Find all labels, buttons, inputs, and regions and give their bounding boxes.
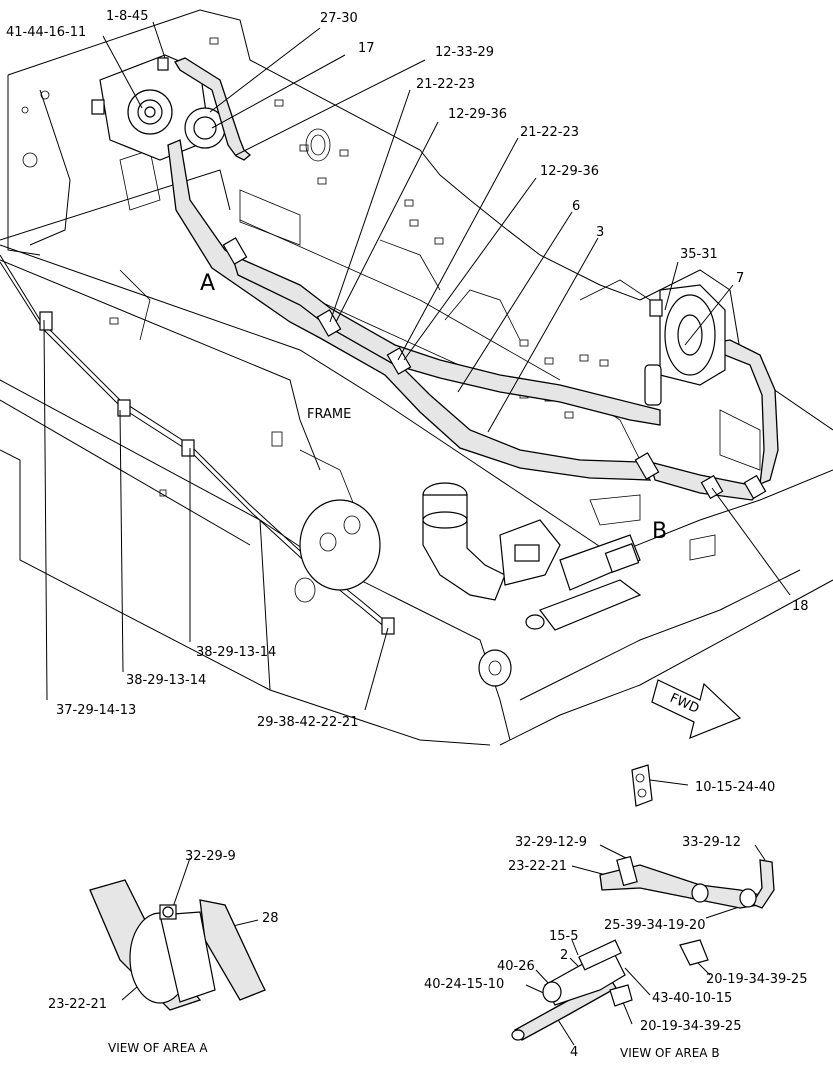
area-a-letter: A (200, 271, 215, 296)
callout-37-29-14-13: 37-29-14-13 (56, 703, 136, 718)
callout-27-30: 27-30 (320, 11, 358, 26)
right-swivel-assembly (644, 284, 761, 471)
callout-7: 7 (736, 271, 744, 286)
callout-3: 3 (596, 225, 604, 240)
callout-28: 28 (262, 911, 279, 926)
callout-40-24-15-10: 40-24-15-10 (424, 977, 504, 992)
callout-12-29-36-b: 12-29-36 (540, 164, 599, 179)
callout-23-22-21-a: 23-22-21 (48, 997, 107, 1012)
callout-23-22-21-b: 23-22-21 (508, 859, 567, 874)
callout-1-8-45: 1-8-45 (106, 9, 148, 24)
view-area-a-caption: VIEW OF AREA A (108, 1041, 208, 1055)
view-area-b-caption: VIEW OF AREA B (620, 1046, 720, 1060)
callout-38-29-13-14-a: 38-29-13-14 (196, 645, 276, 660)
leader-lines (43, 21, 791, 1046)
callout-35-31: 35-31 (680, 247, 718, 262)
clamp-detail (631, 764, 653, 807)
callout-41-44-16-11: 41-44-16-11 (6, 25, 86, 40)
callout-21-22-23-b: 21-22-23 (520, 125, 579, 140)
callout-2: 2 (560, 948, 568, 963)
callout-20-19-34-39-25-a: 20-19-34-39-25 (706, 972, 807, 987)
center-components (422, 482, 716, 631)
callout-6: 6 (572, 199, 580, 214)
frame-label: FRAME (307, 407, 351, 422)
area-b-letter: B (652, 519, 667, 544)
view-area-b-detail (511, 855, 775, 1041)
callout-33-29-12: 33-29-12 (682, 835, 741, 850)
forward-arrow: FWD (651, 679, 742, 739)
callout-10-15-24-40: 10-15-24-40 (695, 780, 775, 795)
callout-20-19-34-39-25-b: 20-19-34-39-25 (640, 1019, 741, 1034)
callout-4: 4 (570, 1045, 578, 1060)
callout-38-29-13-14-b: 38-29-13-14 (126, 673, 206, 688)
callout-32-29-9: 32-29-9 (185, 849, 236, 864)
hose-clamps (39, 237, 767, 635)
view-area-a-detail (89, 879, 266, 1011)
callout-32-29-12-9: 32-29-12-9 (515, 835, 587, 850)
callout-17: 17 (358, 41, 375, 56)
callout-12-29-36-a: 12-29-36 (448, 107, 507, 122)
callout-21-22-23-a: 21-22-23 (416, 77, 475, 92)
callout-25-39-34-19-20: 25-39-34-19-20 (604, 918, 705, 933)
frame-bosses (294, 499, 512, 687)
callout-15-5: 15-5 (549, 929, 579, 944)
callout-43-40-10-15: 43-40-10-15 (652, 991, 732, 1006)
callouts: 1-8-45 27-30 41-44-16-11 17 12-33-29 21-… (6, 9, 809, 1060)
callout-12-33-29: 12-33-29 (435, 45, 494, 60)
callout-40-26: 40-26 (497, 959, 535, 974)
callout-29-38-42-22-21: 29-38-42-22-21 (257, 715, 358, 730)
callout-18: 18 (792, 599, 809, 614)
